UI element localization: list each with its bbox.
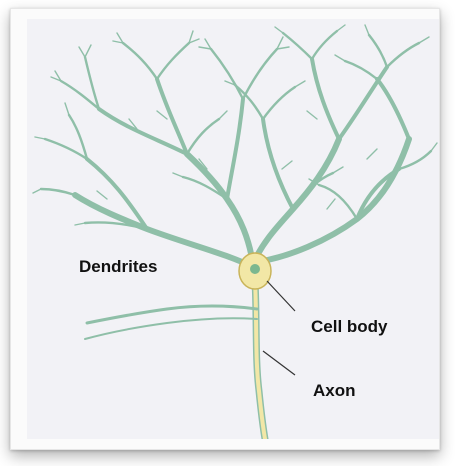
- cell-body-label: Cell body: [311, 317, 388, 337]
- cell-body-leader-line: [267, 281, 295, 311]
- neuron-illustration: Dendrites Cell body Axon: [27, 19, 439, 439]
- leader-lines: [263, 281, 295, 375]
- nucleus-shape: [250, 264, 260, 274]
- axon-leader-line: [263, 351, 295, 375]
- figure-frame: Dendrites Cell body Axon: [10, 8, 440, 450]
- dendrites-label: Dendrites: [79, 257, 157, 277]
- axon-shape: [85, 281, 265, 439]
- dendrite-tree: [33, 25, 437, 267]
- neuron-drawing: [27, 19, 439, 439]
- axon-label: Axon: [313, 381, 356, 401]
- cell-body-shape: [239, 253, 271, 289]
